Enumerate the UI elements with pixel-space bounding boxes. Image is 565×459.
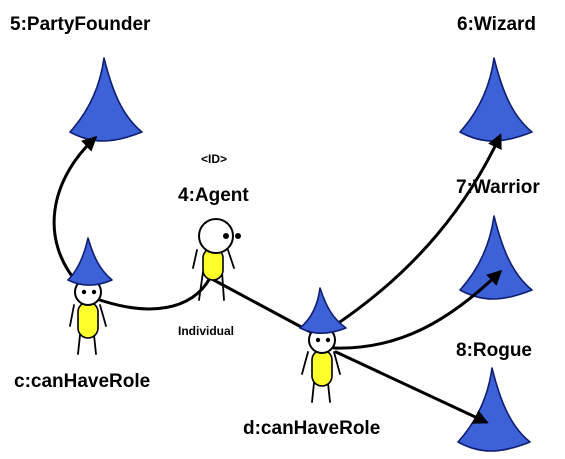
warrior-label: 7:Warrior [456, 177, 540, 198]
edge-c-to-party-founder [52, 135, 98, 288]
edge-d-to-rogue [334, 350, 489, 424]
agent-stereotype-label: <ID> [201, 152, 227, 166]
rogue-label: 8:Rogue [456, 340, 532, 361]
wizard-hat-icon[interactable] [459, 57, 533, 142]
wizard-label: 6:Wizard [457, 14, 536, 35]
rogue-hat-icon[interactable] [457, 367, 531, 452]
agent-type-label: Individual [178, 324, 234, 338]
role-c-label: c:canHaveRole [14, 371, 150, 392]
role-d-label: d:canHaveRole [243, 418, 380, 439]
edge-d-to-wizard [326, 133, 502, 332]
agent-label: 4:Agent [178, 185, 249, 206]
role-d-figure-icon[interactable] [299, 287, 347, 403]
agent-figure-icon[interactable] [192, 218, 241, 301]
role-c-figure-icon[interactable] [67, 237, 113, 355]
party-founder-hat-icon[interactable] [69, 57, 143, 142]
edge-c-to-agent [92, 276, 212, 311]
party-founder-label: 5:PartyFounder [10, 14, 151, 35]
edge-d-to-warrior [332, 269, 503, 350]
edge-agent-to-d [208, 276, 320, 338]
warrior-hat-icon[interactable] [459, 215, 533, 300]
